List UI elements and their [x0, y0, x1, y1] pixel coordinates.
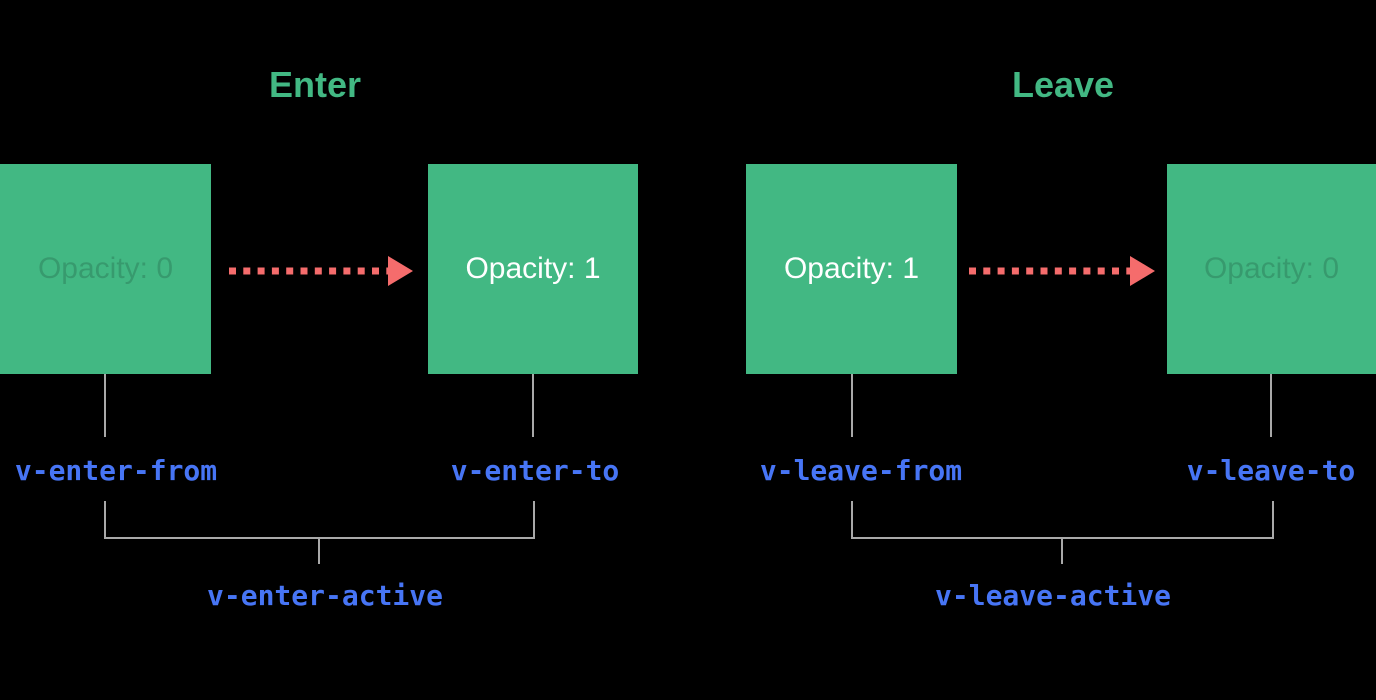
leave-from-class-label: v-leave-from [759, 454, 963, 487]
leave-from-connector-line [851, 374, 853, 437]
leave-to-box: Opacity: 0 [1167, 164, 1376, 374]
leave-to-box-label: Opacity: 0 [1203, 252, 1340, 285]
leave-to-class-label: v-leave-to [1186, 454, 1356, 487]
enter-to-connector-line [532, 374, 534, 437]
enter-from-box-label: Opacity: 0 [37, 252, 174, 285]
leave-from-box-label: Opacity: 1 [783, 252, 920, 285]
enter-dashed-arrow-icon [229, 256, 413, 286]
leave-to-connector-line [1270, 374, 1272, 437]
leave-active-bracket [851, 501, 1274, 539]
enter-title: Enter [268, 64, 362, 105]
enter-from-class-label: v-enter-from [14, 454, 218, 487]
leave-dashed-arrow-icon [969, 256, 1155, 286]
enter-from-box: Opacity: 0 [0, 164, 211, 374]
leave-title: Leave [1011, 64, 1115, 105]
enter-to-class-label: v-enter-to [450, 454, 620, 487]
enter-to-box-label: Opacity: 1 [465, 252, 601, 285]
enter-active-stem-line [318, 539, 320, 564]
enter-from-connector-line [104, 374, 106, 437]
leave-from-box: Opacity: 1 [746, 164, 957, 374]
enter-active-class-label: v-enter-active [206, 579, 444, 612]
leave-active-stem-line [1061, 539, 1063, 564]
enter-active-bracket [104, 501, 535, 539]
leave-active-class-label: v-leave-active [934, 579, 1172, 612]
enter-to-box: Opacity: 1 [428, 164, 638, 374]
